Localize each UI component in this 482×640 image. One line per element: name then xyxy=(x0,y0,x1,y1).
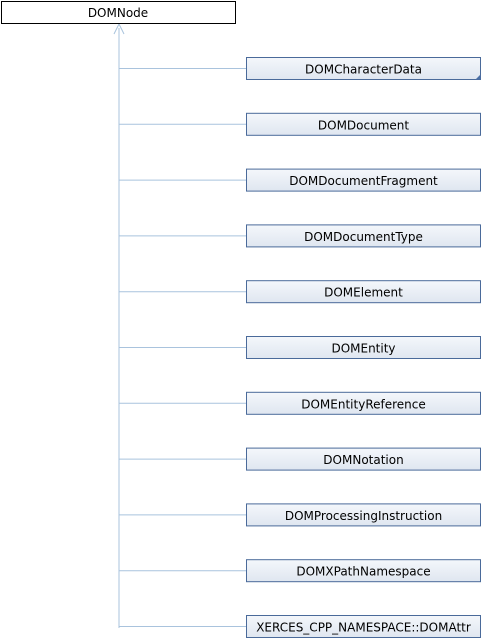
class-node-label: DOMEntityReference xyxy=(301,397,426,411)
class-node-domnotation[interactable]: DOMNotation xyxy=(246,447,481,471)
inheritance-connectors xyxy=(113,22,125,628)
class-node-label: DOMProcessingInstruction xyxy=(285,509,442,523)
root-node[interactable]: DOMNode xyxy=(1,1,236,24)
class-node-label: DOMNotation xyxy=(323,453,403,467)
class-node-label: DOMDocument xyxy=(318,118,410,132)
class-node-label: DOMDocumentFragment xyxy=(289,174,438,188)
class-node-label: XERCES_CPP_NAMESPACE::DOMAttr xyxy=(256,621,471,635)
class-node-box xyxy=(246,447,481,471)
class-node-label: DOMEntity xyxy=(331,342,395,356)
class-node-box xyxy=(246,559,481,583)
class-node-domdocument[interactable]: DOMDocument xyxy=(246,112,481,136)
class-node-domxpathnamespace[interactable]: DOMXPathNamespace xyxy=(246,559,481,583)
class-node-xerces-cpp-namespace-domattr[interactable]: XERCES_CPP_NAMESPACE::DOMAttr xyxy=(246,615,481,638)
derived-classes: DOMCharacterDataDOMDocumentDOMDocumentFr… xyxy=(119,57,481,638)
class-node-box xyxy=(246,224,481,248)
class-node-domentityreference[interactable]: DOMEntityReference xyxy=(246,391,481,415)
class-node-label: DOMDocumentType xyxy=(304,230,423,244)
more-subclasses-icon xyxy=(475,74,481,80)
class-node-label: DOMElement xyxy=(324,286,403,300)
class-node-box xyxy=(246,168,481,192)
root-node-label: DOMNode xyxy=(88,6,148,20)
class-node-domelement[interactable]: DOMElement xyxy=(246,280,481,304)
root-node-box xyxy=(1,1,236,24)
class-node-domentity[interactable]: DOMEntity xyxy=(246,336,481,359)
class-node-domcharacterdata[interactable]: DOMCharacterData xyxy=(246,57,481,80)
class-node-box xyxy=(246,280,481,304)
class-node-label: DOMXPathNamespace xyxy=(296,565,430,579)
class-node-box xyxy=(246,57,481,80)
class-node-box xyxy=(246,336,481,359)
class-node-box xyxy=(246,391,481,415)
class-node-domprocessinginstruction[interactable]: DOMProcessingInstruction xyxy=(246,503,481,527)
class-node-label: DOMCharacterData xyxy=(305,63,422,77)
class-node-box xyxy=(246,615,481,638)
class-node-box xyxy=(246,503,481,527)
class-node-box xyxy=(246,112,481,136)
class-node-domdocumenttype[interactable]: DOMDocumentType xyxy=(246,224,481,248)
class-node-domdocumentfragment[interactable]: DOMDocumentFragment xyxy=(246,168,481,192)
